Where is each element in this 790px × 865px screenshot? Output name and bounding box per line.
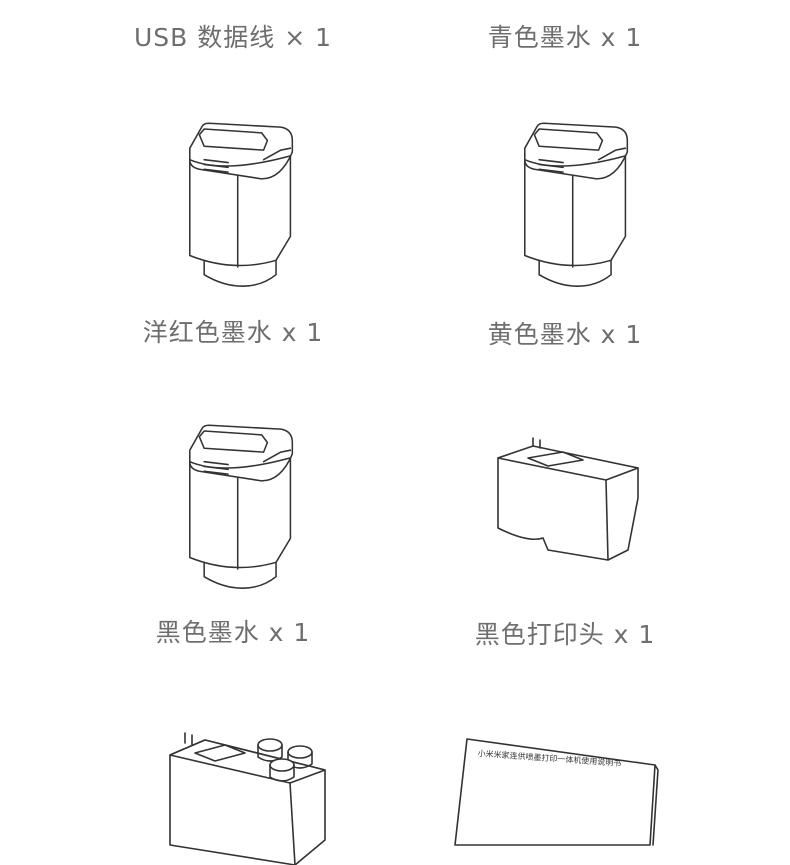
item-label-black-printhead: 黑色打印头 x 1 [474,620,656,649]
item-label-yellow-ink: 黄色墨水 x 1 [487,320,643,349]
black-printhead-illustration [488,428,648,568]
cable-illustration-partial [540,0,590,4]
item-label-cyan-ink: 青色墨水 x 1 [487,23,643,52]
item-label-magenta-ink: 洋红色墨水 x 1 [142,318,324,347]
item-label-black-ink: 黑色墨水 x 1 [155,618,311,647]
item-label-usb-cable: USB 数据线 × 1 [133,23,332,52]
color-printhead-illustration [169,732,326,865]
yellow-ink-bottle-illustration [520,120,635,300]
black-ink-bottle-illustration [185,422,300,602]
magenta-ink-bottle-illustration [185,120,300,300]
